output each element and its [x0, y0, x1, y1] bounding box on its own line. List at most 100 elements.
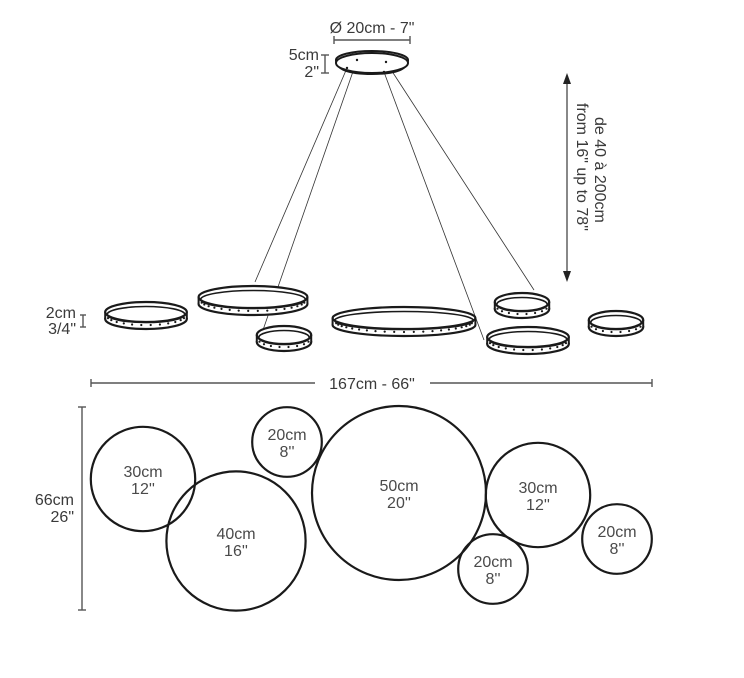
led-dot	[556, 345, 559, 349]
ring-top-rim	[197, 284, 309, 310]
overall-width-label: 167cm - 66"	[329, 376, 415, 393]
led-dot	[258, 340, 261, 343]
drop-dimension: de 40 à 200cm from 16" up to 78"	[563, 73, 608, 282]
plan-circle-outline	[457, 533, 529, 605]
led-dot	[158, 323, 161, 326]
led-dot	[266, 309, 269, 312]
cable-anchor	[345, 66, 349, 70]
led-dot	[220, 307, 223, 310]
led-dot	[287, 345, 290, 349]
led-dot	[634, 328, 638, 331]
arrow-down-icon	[563, 271, 571, 282]
led-dot	[383, 330, 386, 333]
overall-depth-in-label: 26"	[51, 509, 74, 526]
side-ring-ring-30-left	[104, 300, 188, 331]
plan-circle-label-cm: 40cm	[216, 526, 255, 543]
led-dot	[513, 348, 516, 351]
led-dot	[402, 330, 406, 334]
cable	[385, 61, 535, 291]
led-dot	[628, 329, 631, 333]
led-dot	[303, 301, 306, 304]
cable	[383, 71, 485, 341]
led-dot	[500, 310, 504, 313]
led-dot	[610, 330, 613, 334]
led-dot	[639, 325, 642, 328]
plan-circle-label-in: 20''	[387, 495, 411, 512]
led-dot	[131, 323, 134, 326]
plan-circle-label-in: 8''	[485, 571, 500, 588]
led-dot	[504, 347, 507, 350]
ring-inner-rim	[589, 314, 642, 331]
led-dot	[140, 323, 143, 327]
led-dot	[561, 344, 564, 347]
led-dot	[340, 325, 343, 328]
led-dot	[545, 307, 548, 310]
canopy-height-dimension: 5cm 2"	[289, 47, 329, 81]
plan-circle-label-in: 12''	[131, 481, 155, 498]
led-dot	[213, 306, 216, 309]
led-dot	[106, 317, 110, 320]
overall-depth-cm-label: 66cm	[35, 492, 74, 509]
cable-anchor	[384, 60, 388, 64]
led-dot	[283, 307, 286, 310]
cable-anchor	[355, 58, 359, 62]
led-dot	[278, 345, 281, 349]
led-dot	[228, 308, 231, 311]
led-dot	[594, 328, 598, 331]
ring-thickness-cm-label: 2cm	[46, 305, 76, 322]
ring-top-rim	[486, 325, 570, 349]
led-dot	[110, 319, 113, 322]
led-dot	[540, 310, 544, 313]
led-dot	[115, 320, 118, 324]
led-dot	[365, 329, 368, 332]
led-dot	[296, 305, 299, 308]
side-ring-ring-20-top	[493, 291, 551, 320]
led-dot	[358, 328, 361, 331]
led-dot	[422, 330, 425, 333]
led-dot	[525, 312, 528, 316]
plan-circle-label-cm: 20cm	[597, 524, 636, 541]
cable-anchor	[382, 70, 386, 74]
canopy-diameter-dimension: Ø 20cm - 7"	[330, 20, 414, 44]
led-dot	[619, 330, 622, 334]
led-dot	[468, 323, 471, 326]
canopy-rim	[335, 52, 409, 74]
led-dot	[182, 317, 186, 320]
side-ring-ring-20-bottom	[255, 324, 313, 353]
ring-inner-rim	[257, 329, 310, 346]
drop-label-fr: de 40 à 200cm	[591, 117, 608, 223]
side-ring-ring-50	[331, 305, 477, 338]
led-dot	[412, 330, 415, 333]
plan-circle-outline	[89, 425, 197, 533]
led-dot	[374, 330, 377, 333]
led-dot	[460, 326, 463, 329]
plan-circle-label-in: 16''	[224, 543, 248, 560]
led-dot	[307, 340, 310, 343]
led-dot	[179, 319, 182, 322]
led-dot	[269, 344, 272, 348]
canopy	[335, 50, 409, 76]
led-dot	[302, 343, 306, 346]
plan-circle-outline	[165, 470, 307, 612]
led-dot	[531, 348, 534, 352]
led-dot	[601, 329, 605, 333]
led-dot	[564, 342, 568, 345]
led-dot	[337, 323, 340, 326]
led-dot	[296, 344, 299, 348]
side-ring-ring-30-right	[486, 325, 570, 356]
led-dot	[256, 309, 259, 312]
led-dot	[454, 327, 457, 330]
drop-label-en: from 16" up to 78"	[573, 103, 590, 231]
ring-inner-rim	[333, 310, 475, 331]
led-dot	[497, 345, 500, 349]
ring-top-rim	[104, 300, 188, 324]
plan-circle-label-in: 12''	[526, 497, 550, 514]
led-dot	[122, 322, 125, 325]
led-dot	[275, 308, 278, 311]
ring-thickness-in-label: 3/4"	[48, 321, 76, 338]
side-view-rings	[104, 284, 645, 356]
led-dot	[203, 303, 206, 306]
